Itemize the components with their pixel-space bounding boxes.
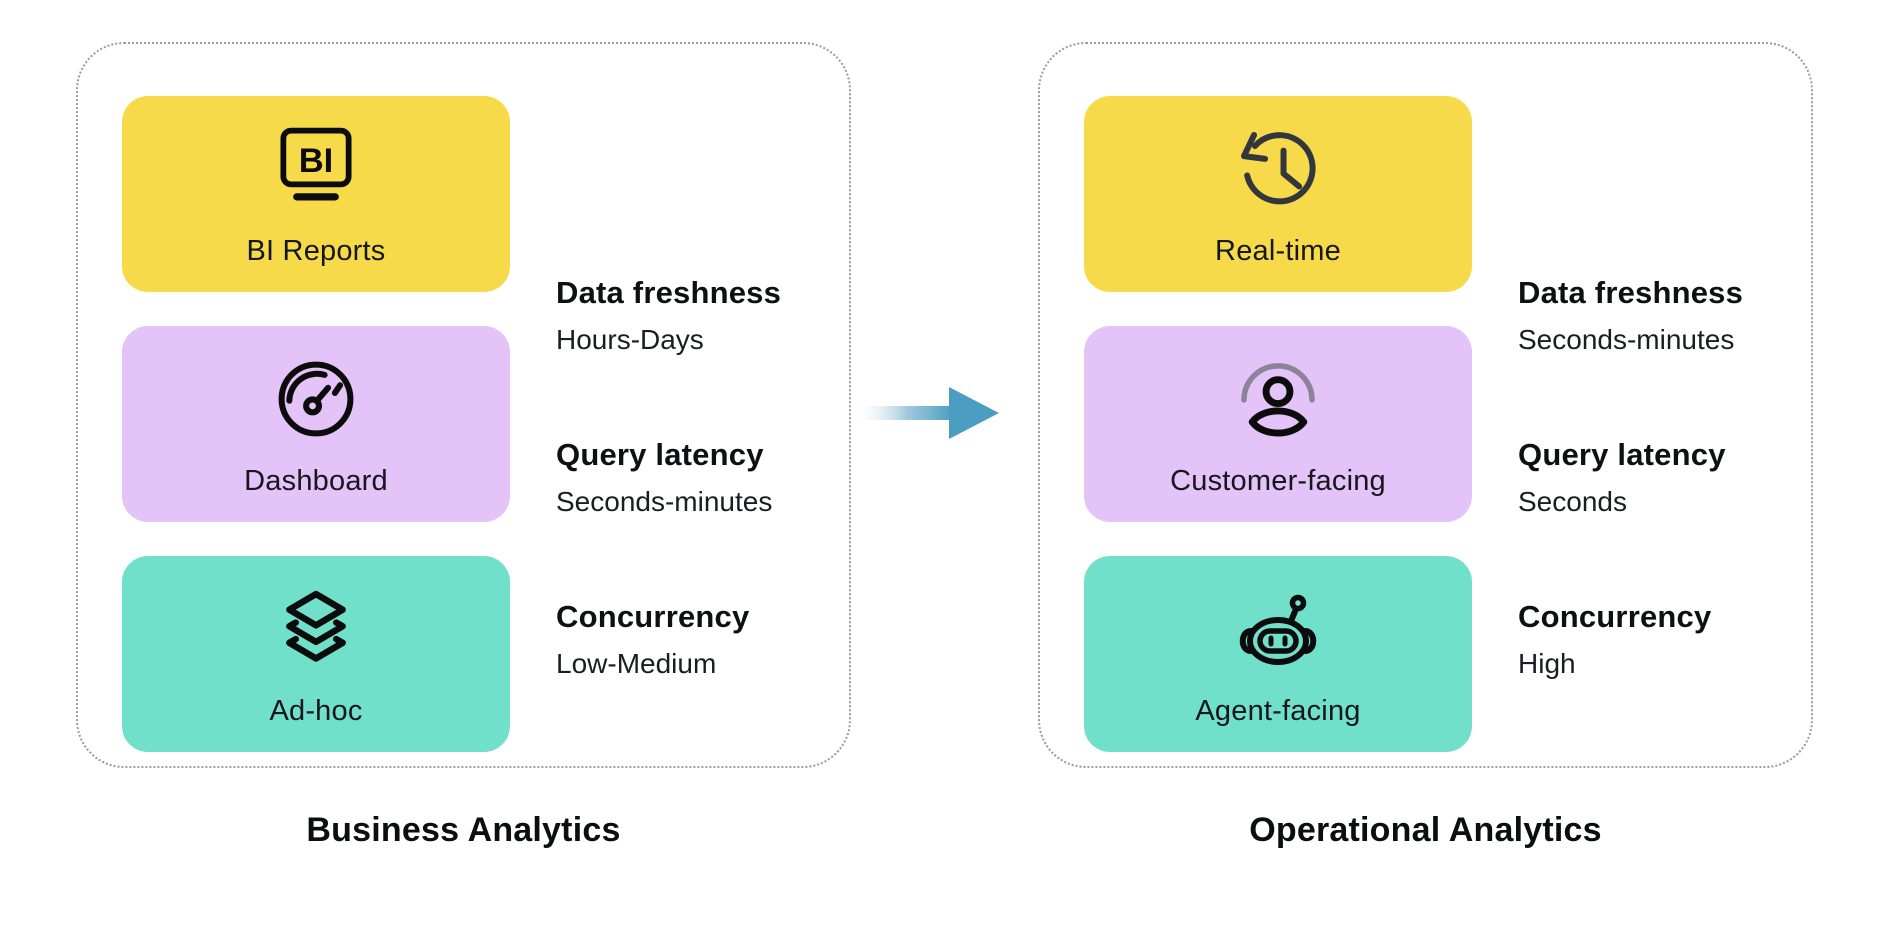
spec-value: Hours-Days	[556, 324, 704, 355]
history-clock-icon	[1232, 96, 1324, 234]
spec-value: Seconds	[1518, 486, 1627, 517]
spec-label: Concurrency	[556, 599, 750, 634]
robot-icon	[1226, 556, 1330, 694]
spec-label: Query latency	[1518, 437, 1726, 472]
card-label: Dashboard	[244, 465, 388, 497]
svg-text:BI: BI	[299, 142, 334, 180]
spec-concurrency: Concurrency High	[1518, 598, 1743, 682]
card-real-time: Real-time	[1084, 96, 1472, 292]
card-label: Real-time	[1215, 235, 1341, 267]
bi-monitor-icon: BI	[268, 96, 364, 234]
card-ad-hoc: Ad-hoc	[122, 556, 510, 752]
business-panel-title: Business Analytics	[306, 811, 621, 849]
card-label: Ad-hoc	[269, 695, 363, 727]
spec-data-freshness: Data freshness Seconds-minutes	[1518, 274, 1743, 358]
business-cards-column: BI BI Reports	[122, 96, 510, 766]
spec-label: Query latency	[556, 437, 764, 472]
operational-panel-title: Operational Analytics	[1249, 811, 1602, 849]
user-icon	[1232, 326, 1324, 464]
card-agent-facing: Agent-facing	[1084, 556, 1472, 752]
operational-cards-column: Real-time Customer-facing	[1084, 96, 1472, 766]
business-specs-column: Data freshness Hours-Days Query latency …	[556, 96, 781, 766]
card-customer-facing: Customer-facing	[1084, 326, 1472, 522]
spec-label: Data freshness	[1518, 275, 1744, 310]
spec-value: Low-Medium	[556, 648, 717, 679]
gauge-icon	[273, 326, 359, 464]
flow-arrow-icon	[852, 387, 999, 439]
panel-business-analytics: BI BI Reports	[76, 42, 851, 850]
card-dashboard: Dashboard	[122, 326, 510, 522]
spec-concurrency: Concurrency Low-Medium	[556, 598, 781, 682]
card-label: BI Reports	[246, 235, 386, 267]
operational-specs-column: Data freshness Seconds-minutes Query lat…	[1518, 96, 1743, 766]
spec-query-latency: Query latency Seconds	[1518, 436, 1743, 520]
card-label: Customer-facing	[1170, 465, 1386, 497]
spec-value: High	[1518, 648, 1576, 679]
spec-data-freshness: Data freshness Hours-Days	[556, 274, 781, 358]
spec-value: Seconds-minutes	[1518, 324, 1735, 355]
card-bi-reports: BI BI Reports	[122, 96, 510, 292]
business-panel-border: BI BI Reports	[76, 42, 851, 768]
spec-value: Seconds-minutes	[556, 486, 773, 517]
layers-icon	[270, 556, 362, 694]
panel-operational-analytics: Real-time Customer-facing	[1038, 42, 1813, 850]
spec-label: Concurrency	[1518, 599, 1712, 634]
spec-query-latency: Query latency Seconds-minutes	[556, 436, 781, 520]
spec-label: Data freshness	[556, 275, 782, 310]
operational-panel-border: Real-time Customer-facing	[1038, 42, 1813, 768]
card-label: Agent-facing	[1195, 695, 1361, 727]
